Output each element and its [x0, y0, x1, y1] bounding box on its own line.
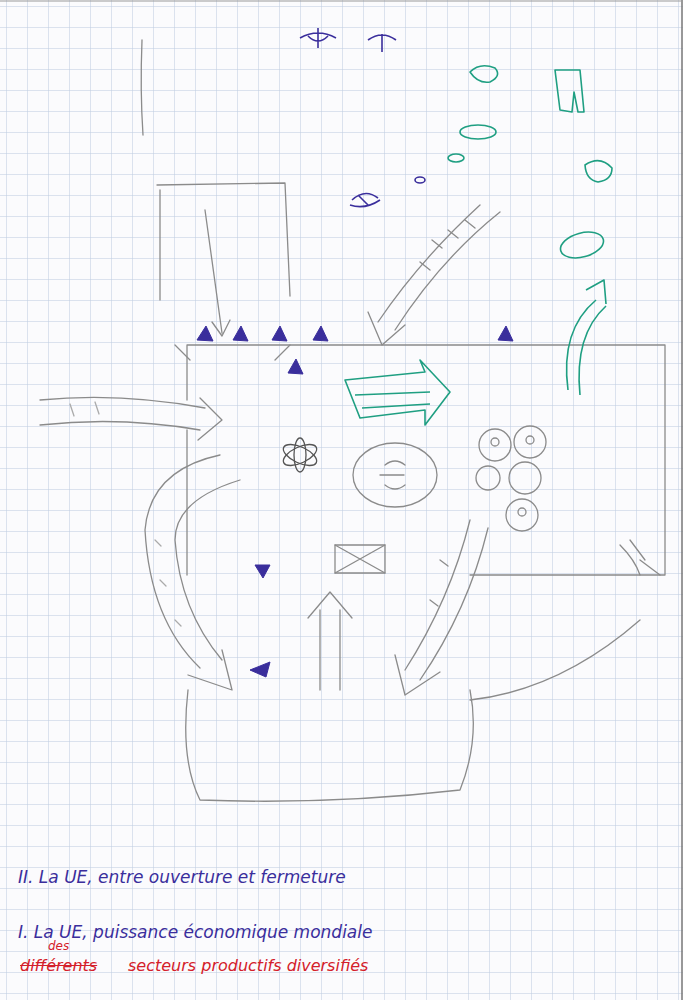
pencil-sketch	[40, 40, 665, 801]
page-edge	[0, 1, 683, 2]
subheading-note: secteurs productifs diversifiés	[128, 957, 368, 975]
purple-symbols	[197, 28, 513, 677]
page-edge	[681, 0, 683, 1000]
correction-note: des	[48, 940, 69, 954]
section-heading: II. La UE, entre ouverture et fermeture	[18, 868, 346, 888]
struck-word: différents	[20, 957, 97, 975]
green-symbols	[345, 66, 612, 425]
section-heading: I. La UE, puissance économique mondiale	[18, 923, 372, 943]
